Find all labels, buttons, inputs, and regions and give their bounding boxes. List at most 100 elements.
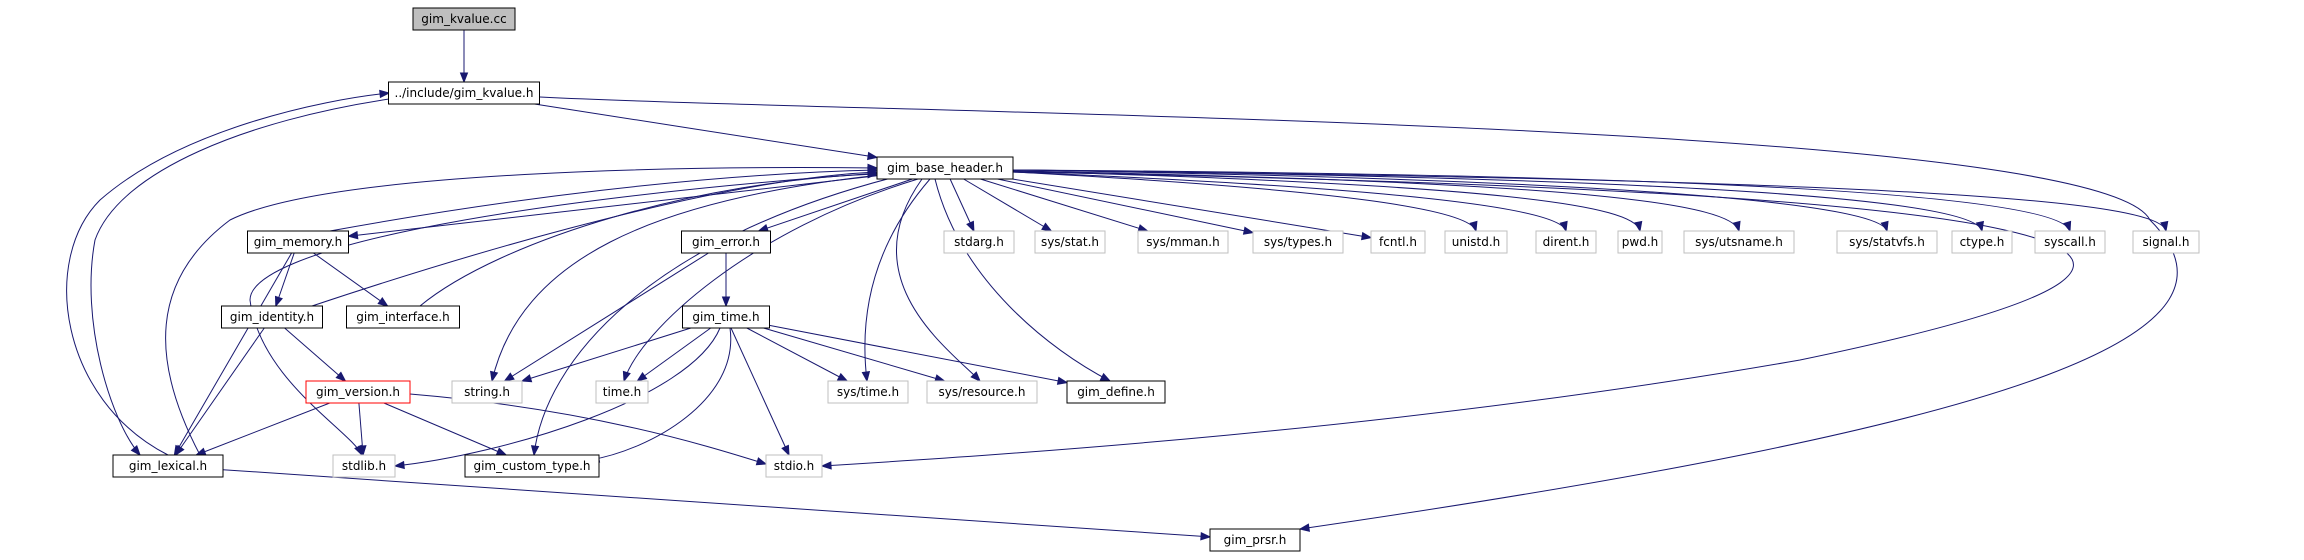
node-label: stdarg.h	[954, 235, 1004, 249]
node-label: gim_prsr.h	[1224, 533, 1287, 547]
edge-base-to-types	[997, 178, 1255, 235]
node-box	[332, 454, 396, 478]
edge-base-to-ctype	[1012, 169, 1985, 233]
node-label: gim_version.h	[316, 385, 400, 399]
node-mman: sys/mman.h	[1137, 230, 1229, 254]
node-pwd: pwd.h	[1617, 230, 1663, 254]
node-types: sys/types.h	[1252, 230, 1344, 254]
edge-lexical-to-prsr	[222, 469, 1212, 541]
node-label: gim_define.h	[1077, 385, 1155, 399]
node-box	[765, 454, 823, 478]
node-custom[interactable]: gim_custom_type.h	[464, 454, 600, 478]
node-label: sys/utsname.h	[1695, 235, 1783, 249]
node-sysstat: sys/stat.h	[1034, 230, 1106, 254]
node-lexical[interactable]: gim_lexical.h	[112, 454, 224, 478]
node-systime: sys/time.h	[827, 380, 909, 404]
node-box	[1951, 230, 2013, 254]
edge-version-to-lexical	[194, 402, 330, 456]
node-string: string.h	[451, 380, 523, 404]
edge-time_h-to-string	[520, 327, 692, 383]
edge-lexical-to-kvalue_h	[66, 89, 391, 456]
node-stdio: stdio.h	[765, 454, 823, 478]
node-fcntl: fcntl.h	[1370, 230, 1426, 254]
edge-kvalue_h-to-lexical	[90, 98, 390, 457]
node-label: gim_base_header.h	[887, 161, 1003, 175]
edge-error-to-string	[503, 252, 709, 382]
edge-base-to-define	[934, 178, 1112, 382]
node-error[interactable]: gim_error.h	[681, 230, 771, 254]
node-prsr[interactable]: gim_prsr.h	[1209, 528, 1301, 552]
node-box	[305, 380, 411, 404]
node-label: ctype.h	[1960, 235, 2005, 249]
edge-base-to-time	[622, 178, 919, 383]
node-box	[1617, 230, 1663, 254]
edge-base-to-resource	[896, 178, 981, 382]
edge-time_h-to-systime	[746, 327, 849, 382]
edge-base-to-sysstat	[963, 178, 1053, 232]
node-box	[1066, 380, 1166, 404]
node-box	[1370, 230, 1426, 254]
edge-version-to-stdlib	[358, 402, 367, 457]
node-label: sys/stat.h	[1041, 235, 1099, 249]
node-box	[1836, 230, 1938, 254]
node-box	[451, 380, 523, 404]
node-identity[interactable]: gim_identity.h	[221, 305, 323, 329]
node-stdlib: stdlib.h	[332, 454, 396, 478]
node-memory[interactable]: gim_memory.h	[247, 230, 349, 254]
node-label: gim_time.h	[692, 310, 759, 324]
node-box	[112, 454, 224, 478]
node-box	[926, 380, 1038, 404]
edge-base-to-statvfs	[1012, 169, 1889, 233]
node-unistd: unistd.h	[1444, 230, 1508, 254]
node-label: unistd.h	[1452, 235, 1501, 249]
node-box	[1683, 230, 1795, 254]
edge-interface-to-base	[419, 170, 879, 307]
edge-time_h-to-stdlib	[393, 327, 721, 470]
node-box	[1444, 230, 1508, 254]
node-box	[464, 454, 600, 478]
edge-version-to-stdio	[409, 393, 768, 466]
edge-base-to-systime	[861, 178, 931, 383]
edge-identity-to-lexical	[174, 327, 265, 457]
node-box	[346, 305, 460, 329]
node-label: gim_identity.h	[230, 310, 314, 324]
node-box	[2034, 230, 2106, 254]
edge-identity-to-version	[284, 327, 347, 382]
edge-base-to-fcntl	[1012, 178, 1373, 241]
edge-base-to-signal	[1012, 169, 2169, 233]
edge-error-to-time_h	[721, 253, 731, 308]
node-time-h[interactable]: gim_time.h	[682, 305, 770, 329]
node-dirent: dirent.h	[1535, 230, 1597, 254]
node-label: ../include/gim_kvalue.h	[395, 86, 534, 100]
edge-lexical-to-base	[165, 163, 879, 456]
edge-memory-to-interface	[313, 252, 389, 307]
node-box	[388, 81, 540, 105]
node-label: stdio.h	[774, 459, 814, 473]
node-box	[682, 305, 770, 329]
node-define[interactable]: gim_define.h	[1066, 380, 1166, 404]
node-base[interactable]: gim_base_header.h	[876, 156, 1014, 180]
node-kvalue-h[interactable]: ../include/gim_kvalue.h	[388, 81, 540, 105]
node-box	[876, 156, 1014, 180]
node-syscall: syscall.h	[2034, 230, 2106, 254]
edge-time_h-to-define	[769, 324, 1069, 385]
edge-time_h-to-stdio	[730, 327, 790, 457]
node-label: time.h	[603, 385, 642, 399]
edge-kvalue_cc-to-kvalue_h	[459, 30, 469, 84]
edge-base-to-utsname	[1012, 170, 1741, 233]
node-interface[interactable]: gim_interface.h	[346, 305, 460, 329]
node-label: sys/time.h	[837, 385, 899, 399]
node-label: fcntl.h	[1379, 235, 1417, 249]
node-box	[827, 380, 909, 404]
edge-base-to-pwd	[1012, 170, 1643, 233]
edge-base-to-stdio	[820, 171, 2074, 470]
node-box	[221, 305, 323, 329]
node-kvalue-cc[interactable]: gim_kvalue.cc	[412, 7, 516, 31]
node-label: gim_lexical.h	[129, 459, 207, 473]
node-version[interactable]: gim_version.h	[305, 380, 411, 404]
node-label: sys/statvfs.h	[1849, 235, 1925, 249]
edge-base-to-stdlib	[249, 172, 881, 457]
node-box	[412, 7, 516, 31]
node-stdarg: stdarg.h	[943, 230, 1015, 254]
edge-base-to-dirent	[1012, 171, 1568, 233]
